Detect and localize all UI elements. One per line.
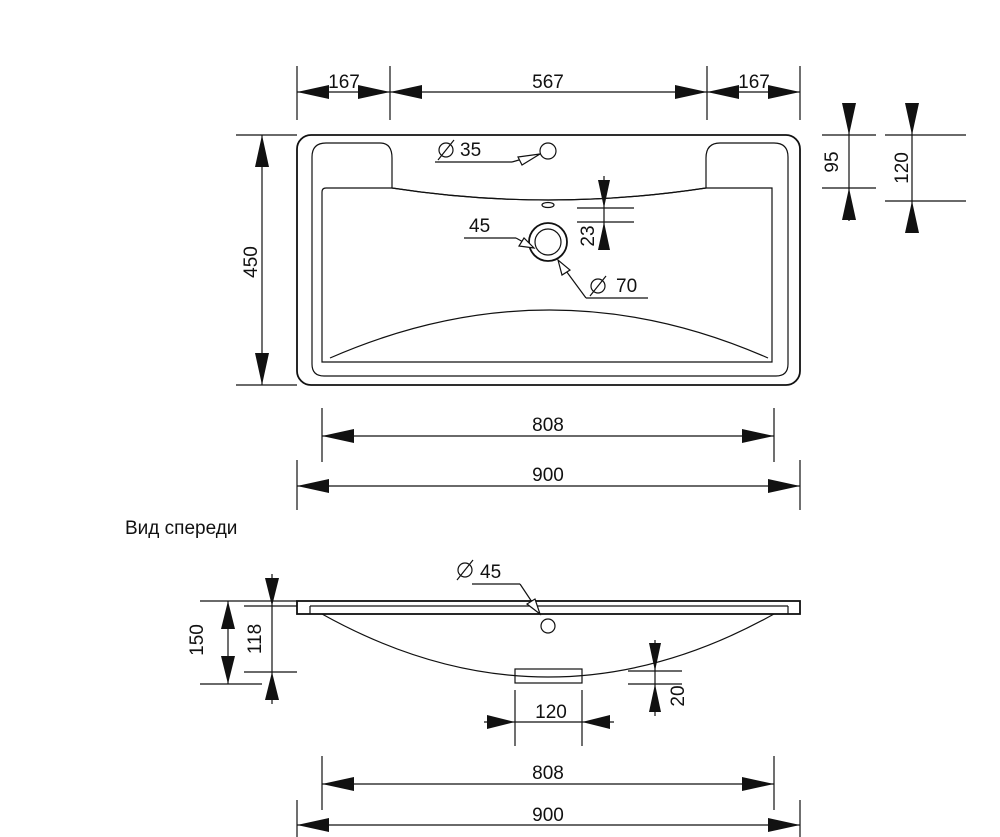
drain-outlet [514, 668, 583, 684]
callout-drain-outer: 70 [556, 258, 648, 299]
callout-label-drain-outer: 70 [616, 276, 637, 297]
dim-label-outlet-width: 120 [535, 702, 567, 723]
dim-label-height-bowl: 118 [245, 624, 266, 654]
dim-label-height-total: 150 [187, 624, 208, 656]
front-view-title: Вид спереди [125, 518, 237, 539]
dim-depth: 450 [236, 134, 297, 386]
dim-label-outlet-height: 20 [668, 685, 689, 706]
tap-hole-front [540, 618, 556, 634]
callout-tap-hole-top: 35 [435, 139, 541, 166]
dim-rim-heights: 95 120 [822, 103, 966, 233]
dim-label-drain-offset: 23 [578, 225, 599, 246]
callout-label-tap-hole-top: 35 [460, 140, 481, 161]
front-view [296, 600, 801, 684]
callout-tap-hole-front: 45 [456, 559, 542, 616]
dim-label-center-width: 567 [532, 72, 564, 93]
overflow-hole [541, 201, 555, 209]
dim-label-right-margin: 167 [738, 72, 770, 93]
drain-inner [534, 228, 562, 256]
dim-label-depth: 450 [241, 246, 262, 278]
dim-top-view-widths: 808 900 [296, 408, 801, 510]
dim-label-left-margin: 167 [328, 72, 360, 93]
dim-outlet-height: 20 [628, 640, 689, 716]
bowl-front-curve [329, 309, 769, 359]
dim-drain-offset: 23 [577, 176, 634, 250]
dim-label-overall-width-top: 900 [532, 465, 564, 486]
callout-label-tap-hole-front: 45 [480, 562, 501, 583]
tap-hole [539, 142, 557, 160]
dim-label-bowl-width-top: 808 [532, 415, 564, 436]
dim-outlet-width: 120 [484, 690, 614, 746]
dim-front-view-widths: 808 900 [296, 756, 801, 837]
bowl-outline-top [321, 187, 773, 363]
callout-label-drain-inner: 45 [469, 216, 490, 237]
sink-outline-top [296, 134, 801, 386]
dim-label-bowl-width-front: 808 [532, 763, 564, 784]
dim-front-heights: 150 118 [187, 574, 297, 704]
callout-drain-inner: 45 [464, 216, 536, 249]
countertop-slab [296, 600, 801, 615]
basin-underside [321, 613, 775, 678]
dim-label-overall-width-front: 900 [532, 805, 564, 826]
dim-label-rim-95: 95 [822, 151, 843, 172]
drain-outer [528, 222, 568, 262]
dim-label-rim-120: 120 [892, 152, 913, 184]
rim-inner-outline [311, 142, 789, 377]
dim-top-widths: 167 567 167 [296, 66, 801, 120]
top-view [296, 134, 801, 386]
